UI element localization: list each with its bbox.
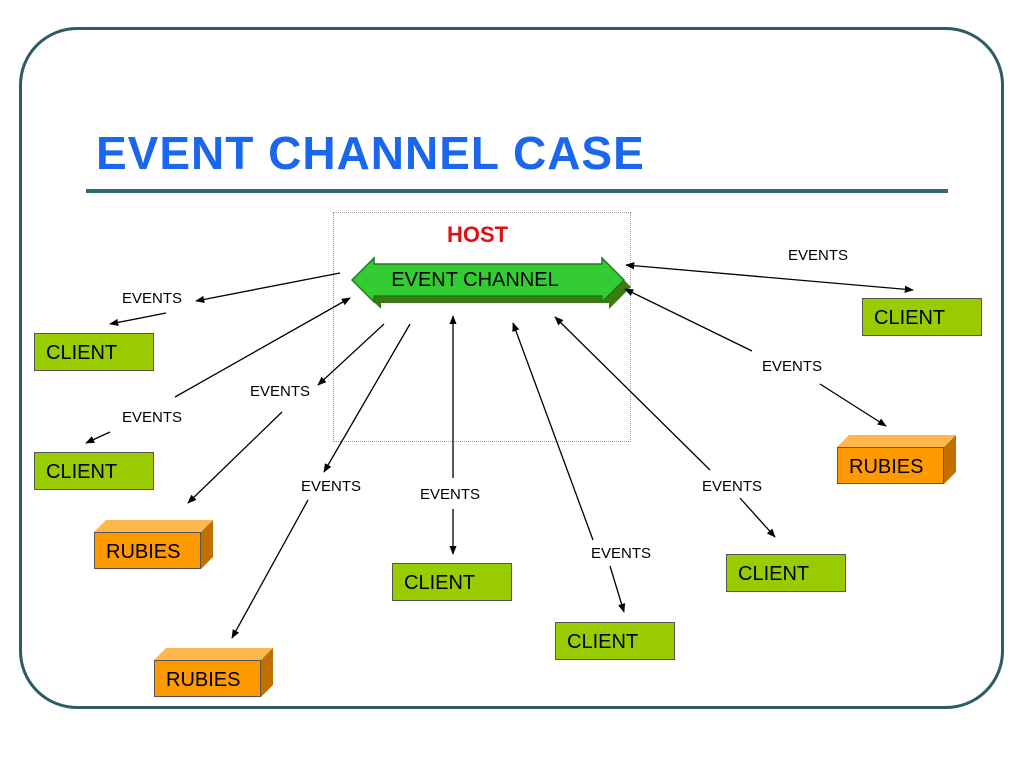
client-box-center: CLIENT (392, 563, 512, 601)
rubies-box-left-1: RUBIES (94, 520, 213, 569)
connector-rubies-right (624, 288, 887, 427)
connector-client-lower-center (512, 322, 626, 613)
connector-client-left-2 (85, 297, 351, 444)
client-box-left-2: CLIENT (34, 452, 154, 490)
rubies-label: RUBIES (837, 447, 944, 484)
event-channel-arrow: EVENT CHANNEL (350, 256, 631, 309)
events-label: EVENTS (762, 358, 822, 375)
connector-rubies-left-1 (187, 323, 385, 504)
connector-client-left-1 (109, 272, 341, 326)
rubies-label: RUBIES (94, 532, 201, 569)
events-label: EVENTS (591, 545, 651, 562)
events-label: EVENTS (301, 478, 361, 495)
events-label: EVENTS (788, 247, 848, 264)
host-label: HOST (447, 222, 509, 247)
connector-rubies-left-2 (231, 323, 411, 639)
client-box-left-1: CLIENT (34, 333, 154, 371)
slide-frame (19, 27, 1004, 709)
events-label: EVENTS (122, 409, 182, 426)
events-label: EVENTS (420, 486, 480, 503)
events-label: EVENTS (122, 290, 182, 307)
slide-title: EVENT CHANNEL CASE (96, 127, 645, 179)
connector-client-lower-right (554, 316, 776, 538)
event-channel-label: EVENT CHANNEL (391, 269, 558, 291)
client-box-lower-right: CLIENT (726, 554, 846, 592)
connector-client-right-1 (625, 262, 914, 293)
events-label: EVENTS (702, 478, 762, 495)
events-label: EVENTS (250, 383, 310, 400)
rubies-box-right: RUBIES (837, 435, 956, 484)
rubies-label: RUBIES (154, 660, 261, 697)
client-box-right-1: CLIENT (862, 298, 982, 336)
host-boundary (333, 212, 631, 442)
client-box-lower-center: CLIENT (555, 622, 675, 660)
title-underline (86, 189, 948, 193)
rubies-box-left-2: RUBIES (154, 648, 273, 697)
